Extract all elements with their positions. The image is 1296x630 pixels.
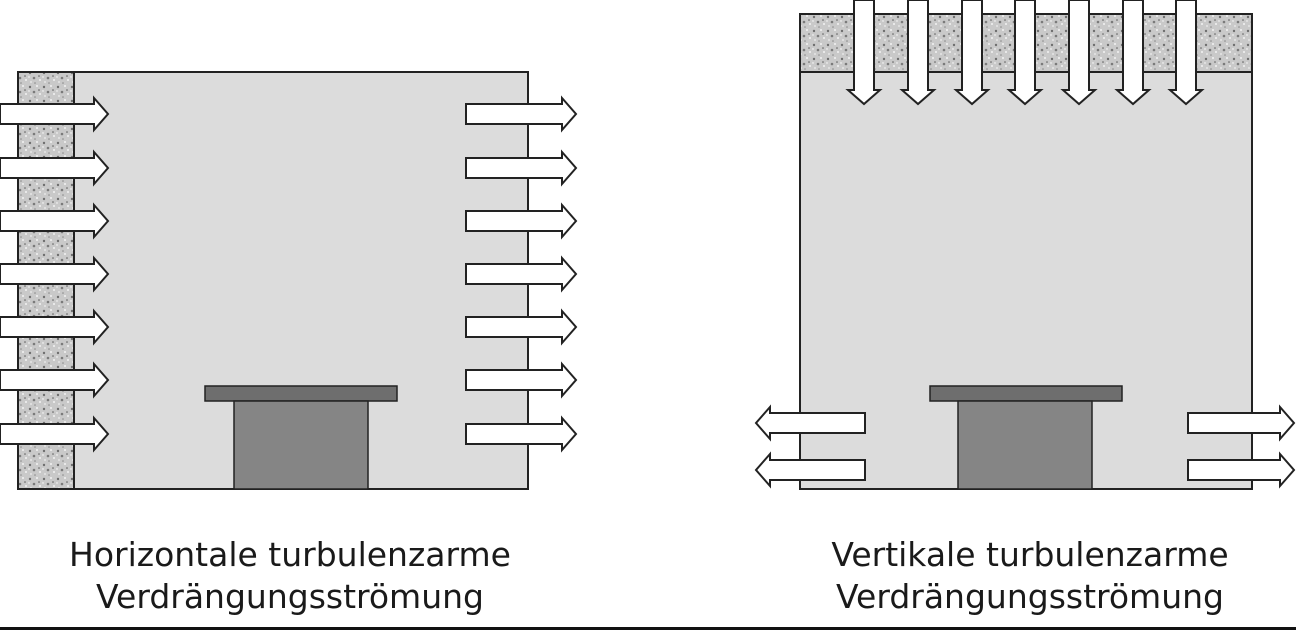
table-top-right (929, 385, 1123, 402)
exit-arrow-right (1187, 404, 1296, 442)
inflow-arrows-left (0, 95, 110, 453)
caption-vertical: Vertikale turbulenzarme Verdrängungsströ… (750, 534, 1296, 618)
outflow-arrow (465, 202, 578, 240)
caption-horizontal-line1: Horizontale turbulenzarme (69, 535, 511, 574)
downflow-arrow (1060, 0, 1098, 106)
outflow-arrow (465, 255, 578, 293)
outflow-arrows-right-left (754, 404, 866, 489)
outflow-arrow (465, 149, 578, 187)
downflow-arrow (1167, 0, 1205, 106)
inflow-arrow (0, 361, 110, 399)
downflow-arrow (1114, 0, 1152, 106)
inflow-arrow (0, 415, 110, 453)
horizontal-flow-diagram (0, 71, 578, 490)
caption-vertical-line1: Vertikale turbulenzarme (831, 535, 1229, 574)
outflow-arrow (465, 415, 578, 453)
table-base-right (957, 400, 1093, 490)
caption-horizontal: Horizontale turbulenzarme Verdrängungsst… (10, 534, 570, 618)
inflow-arrow (0, 255, 110, 293)
bottom-border-line (0, 627, 1296, 630)
outflow-arrow (465, 95, 578, 133)
exit-arrow-left (754, 404, 866, 442)
downflow-arrow (1006, 0, 1044, 106)
vertical-flow-diagram (754, 0, 1296, 490)
exit-arrow-left (754, 451, 866, 489)
caption-vertical-line2: Verdrängungsströmung (836, 577, 1224, 616)
inflow-arrow (0, 202, 110, 240)
exit-arrow-right (1187, 451, 1296, 489)
outflow-arrows-left (465, 95, 578, 453)
table-top-left (204, 385, 398, 402)
caption-horizontal-line2: Verdrängungsströmung (96, 577, 484, 616)
outflow-arrow (465, 308, 578, 346)
outflow-arrow (465, 361, 578, 399)
downflow-arrow (953, 0, 991, 106)
inflow-arrow (0, 149, 110, 187)
inflow-arrow (0, 308, 110, 346)
downflow-arrow (845, 0, 883, 106)
downflow-arrows-right (845, 0, 1205, 106)
downflow-arrow (899, 0, 937, 106)
outflow-arrows-right-right (1187, 404, 1296, 489)
table-base-left (233, 400, 369, 490)
inflow-arrow (0, 95, 110, 133)
